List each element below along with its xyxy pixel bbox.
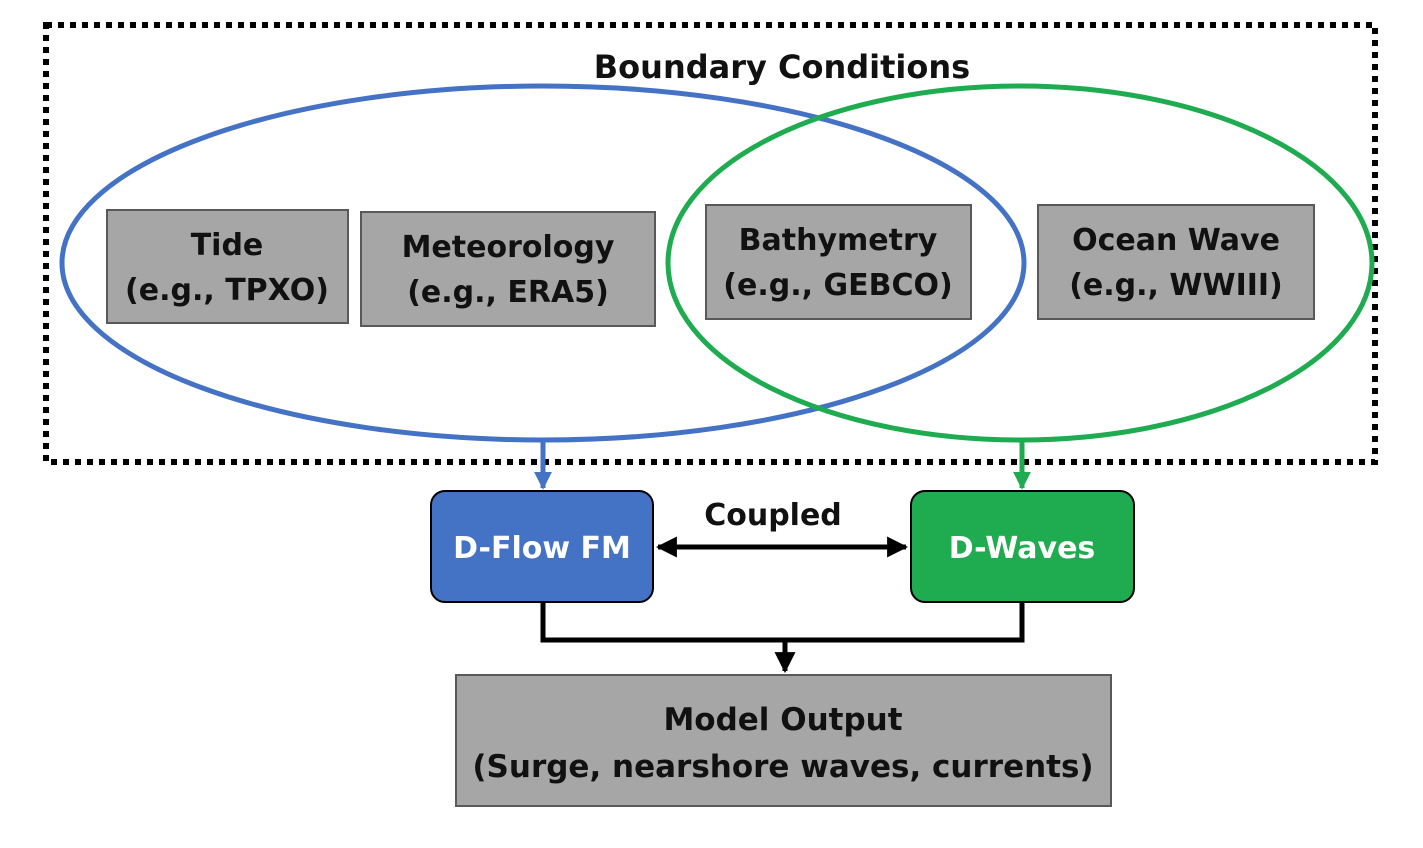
boundary-conditions-title: Boundary Conditions <box>594 48 970 86</box>
ocean-wave-box <box>1037 204 1315 320</box>
bathymetry-box <box>705 204 972 320</box>
model-output-detail: (Surge, nearshore waves, currents) <box>472 749 1093 785</box>
tide-example: (e.g., TPXO) <box>125 273 329 308</box>
tide-label: Tide <box>191 228 264 263</box>
d-flow-fm-label: D-Flow FM <box>453 531 631 566</box>
meteorology-label: Meteorology <box>402 230 615 265</box>
meteorology-example: (e.g., ERA5) <box>407 275 609 310</box>
model-output-title: Model Output <box>663 702 902 738</box>
ocean-wave-example: (e.g., WWIII) <box>1069 268 1283 303</box>
coupled-label: Coupled <box>704 498 842 533</box>
output-connector <box>540 602 1025 643</box>
tide-box <box>106 209 349 324</box>
bathymetry-label: Bathymetry <box>739 223 938 258</box>
d-waves-label: D-Waves <box>949 531 1096 566</box>
ocean-wave-label: Ocean Wave <box>1072 223 1280 258</box>
bathymetry-example: (e.g., GEBCO) <box>723 268 952 303</box>
meteorology-box <box>360 211 656 327</box>
boundary-conditions-frame <box>43 22 1378 465</box>
model-output-box <box>455 674 1112 807</box>
